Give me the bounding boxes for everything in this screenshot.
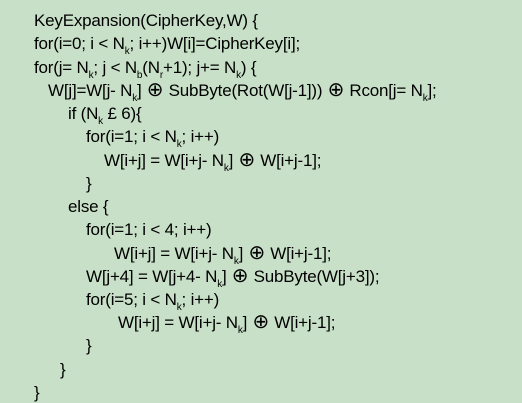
subscript: k <box>132 93 138 104</box>
code-text: W[j+4] = W[j+4- N <box>86 267 218 286</box>
code-text: W[j]=W[j- N <box>48 81 133 100</box>
code-text: ; i++) <box>181 290 220 309</box>
code-line-10: for(i=1; i < 4; i++) <box>86 220 212 240</box>
code-text: } <box>86 336 92 355</box>
code-text: ] <box>137 81 147 100</box>
code-line-11: W[i+j] = W[i+j- Nk] ⊕ W[i+j-1]; <box>114 242 332 267</box>
code-text: W[i+j] = W[i+j- N <box>114 244 234 263</box>
xor-operator-icon: ⊕ <box>252 311 269 333</box>
code-line-5: if (Nk £ 6){ <box>68 104 142 127</box>
xor-operator-icon: ⊕ <box>327 79 345 101</box>
xor-operator-icon: ⊕ <box>248 242 265 264</box>
code-text: ] <box>238 244 248 263</box>
code-line-16: } <box>60 360 66 380</box>
code-text: ; j < N <box>93 58 137 77</box>
code-line-6: for(i=1; i < Nk; i++) <box>86 127 219 150</box>
subscript: k <box>88 70 94 81</box>
code-text: for(i=1; i < N <box>86 127 177 146</box>
code-text: ; i++)W[i]=CipherKey[i]; <box>129 34 301 53</box>
subscript: k <box>223 163 229 174</box>
code-line-15: } <box>86 336 92 356</box>
code-text: } <box>34 383 40 402</box>
code-text: else { <box>68 197 109 216</box>
subscript: k <box>237 325 243 336</box>
code-text: W[i+j-1]; <box>255 151 322 170</box>
code-line-7: W[i+j] = W[i+j- Nk] ⊕ W[i+j-1]; <box>104 149 322 174</box>
code-line-14: W[i+j] = W[i+j- Nk] ⊕ W[i+j-1]; <box>118 311 336 336</box>
subscript: k <box>233 256 239 267</box>
code-line-9: else { <box>68 197 109 217</box>
subscript: k <box>176 302 182 313</box>
code-text: for(i=1; i < 4; i++) <box>86 220 212 239</box>
code-text: W[i+j] = W[i+j- N <box>118 313 238 332</box>
code-line-4: W[j]=W[j- Nk] ⊕ SubByte(Rot(W[j-1])) ⊕ R… <box>48 79 437 104</box>
code-text: ] <box>228 151 238 170</box>
code-text: ] <box>242 313 252 332</box>
code-line-12: W[j+4] = W[j+4- Nk] ⊕ SubByte(W[j+3]); <box>86 265 380 290</box>
code-text: ) { <box>240 58 257 77</box>
code-text: Rcon[j= N <box>344 81 423 100</box>
code-text: ] <box>222 267 232 286</box>
code-text: SubByte(Rot(W[j-1])) <box>164 81 327 100</box>
code-line-3: for(j= Nk; j < Nb(Nr+1); j+= Nk) { <box>34 58 257 81</box>
code-text: +1); j+= N <box>162 58 237 77</box>
code-text: ; i++) <box>181 127 220 146</box>
code-text: if (N <box>68 104 99 123</box>
code-text: } <box>86 174 92 193</box>
xor-operator-icon: ⊕ <box>231 265 249 287</box>
subscript: k <box>124 46 130 57</box>
code-line-2: for(i=0; i < Nk; i++)W[i]=CipherKey[i]; <box>34 34 300 57</box>
code-line-1: KeyExpansion(CipherKey,W) { <box>34 11 258 31</box>
subscript: b <box>136 70 143 81</box>
code-text: KeyExpansion(CipherKey,W) { <box>34 11 258 30</box>
code-text: W[i+j-1]; <box>269 313 336 332</box>
code-text: for(i=5; i < N <box>86 290 177 309</box>
subscript: k <box>422 93 428 104</box>
subscript: k <box>98 116 103 127</box>
subscript: r <box>159 70 163 81</box>
code-text: W[i+j] = W[i+j- N <box>104 151 224 170</box>
code-line-13: for(i=5; i < Nk; i++) <box>86 290 219 313</box>
subscript: k <box>217 279 223 290</box>
code-text: } <box>60 360 66 379</box>
code-text: (N <box>142 58 160 77</box>
code-text: ]; <box>427 81 437 100</box>
code-line-17: } <box>34 383 40 403</box>
code-text: for(j= N <box>34 58 89 77</box>
subscript: k <box>236 70 241 81</box>
code-line-8: } <box>86 174 92 194</box>
code-text: £ 6){ <box>102 104 142 123</box>
subscript: k <box>176 139 182 150</box>
xor-operator-icon: ⊕ <box>146 79 164 101</box>
code-text: W[i+j-1]; <box>265 244 332 263</box>
code-text: for(i=0; i < N <box>34 34 125 53</box>
xor-operator-icon: ⊕ <box>238 149 255 171</box>
code-text: SubByte(W[j+3]); <box>249 267 380 286</box>
